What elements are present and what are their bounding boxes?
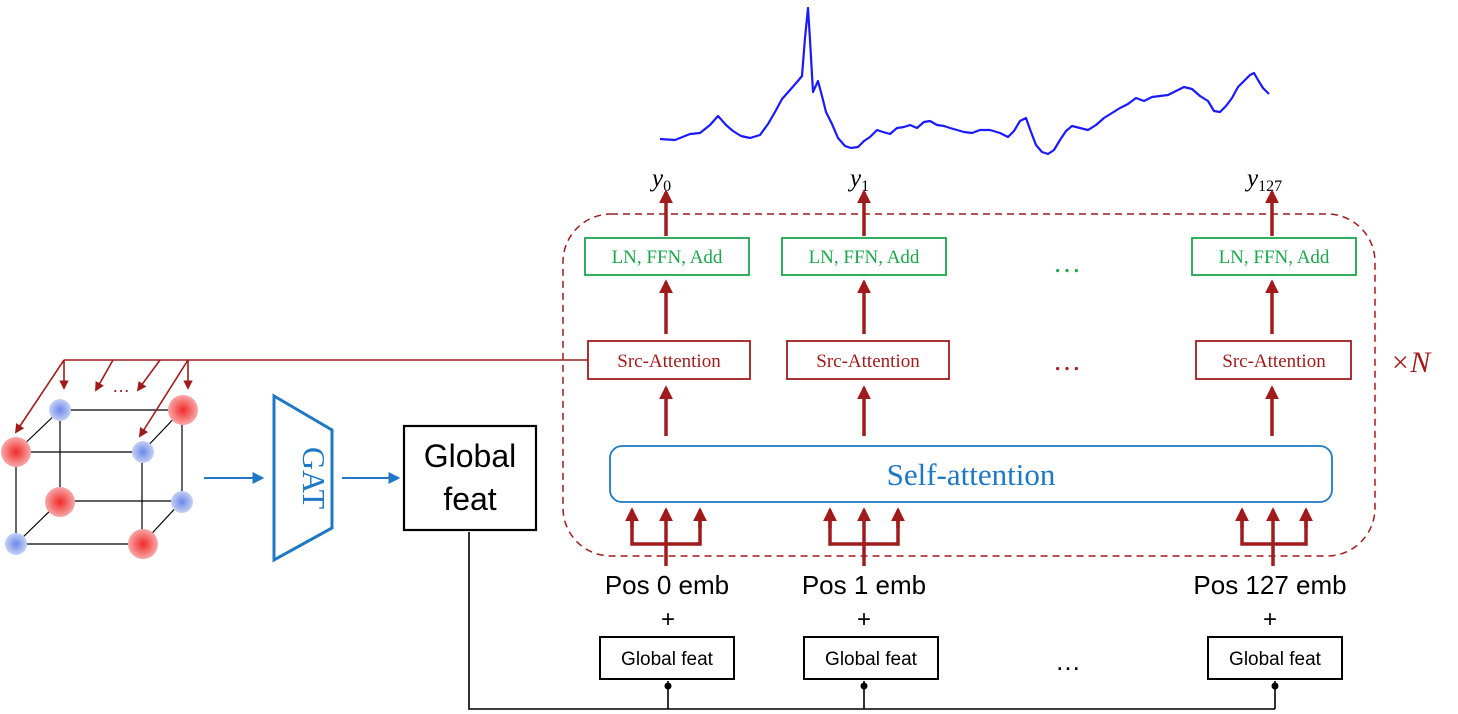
output-y1-label: y1 xyxy=(847,165,869,195)
svg-text:GAT: GAT xyxy=(296,447,332,510)
plus-sign-0: + xyxy=(661,606,675,633)
src-attention-block-127: Src-Attention xyxy=(1195,340,1352,380)
ffn-block-0: LN, FFN, Add xyxy=(584,237,750,276)
global-feat-input-127: Global feat xyxy=(1207,636,1343,680)
atom-node xyxy=(5,533,27,555)
pos-emb-0-label: Pos 0 emb xyxy=(605,570,729,600)
node-feature-connection xyxy=(14,359,588,438)
svg-text:feat: feat xyxy=(443,481,496,517)
decoder-layer-repeat-box xyxy=(562,213,1376,557)
svg-text:LN, FFN, Add: LN, FFN, Add xyxy=(1219,247,1330,268)
ffn-ellipsis: … xyxy=(1053,248,1081,279)
global-feat-ellipsis: … xyxy=(1055,646,1081,676)
plus-sign-1: + xyxy=(857,606,871,633)
ffn-block-1: LN, FFN, Add xyxy=(781,237,947,276)
svg-text:Global feat: Global feat xyxy=(621,649,714,670)
src-attention-block-0: Src-Attention xyxy=(587,340,751,380)
plus-sign-127: + xyxy=(1263,606,1277,633)
output-y127-label: y127 xyxy=(1244,165,1282,195)
src-attention-ellipsis: … xyxy=(1053,346,1081,377)
junction-dot-0 xyxy=(664,682,672,690)
global-feat-input-0: Global feat xyxy=(599,636,735,680)
self-attention-block: Self-attention xyxy=(609,445,1333,503)
atom-node xyxy=(168,395,198,425)
atom-node xyxy=(1,437,31,467)
atom-node xyxy=(49,399,71,421)
svg-text:Src-Attention: Src-Attention xyxy=(816,351,920,372)
svg-text:Self-attention: Self-attention xyxy=(887,457,1056,492)
svg-text:LN, FFN, Add: LN, FFN, Add xyxy=(612,247,723,268)
svg-text:Global: Global xyxy=(424,438,517,474)
svg-text:Src-Attention: Src-Attention xyxy=(617,351,721,372)
junction-dot-1 xyxy=(860,682,868,690)
output-spectrum-curve xyxy=(659,6,1270,156)
atom-node xyxy=(171,491,193,513)
qkv-arrows-127 xyxy=(1235,507,1313,566)
atom-node xyxy=(45,487,75,517)
global-feat-broadcast-line xyxy=(468,532,1276,710)
global-feat-input-1: Global feat xyxy=(803,636,939,680)
pos-emb-127-label: Pos 127 emb xyxy=(1193,570,1346,600)
svg-text:Src-Attention: Src-Attention xyxy=(1222,351,1326,372)
cube-ellipsis: … xyxy=(112,376,130,396)
atom-node xyxy=(128,529,158,559)
pos-emb-1-label: Pos 1 emb xyxy=(802,570,926,600)
repeat-n-label: ×N xyxy=(1390,346,1432,379)
junction-dot-127 xyxy=(1271,682,1279,690)
svg-text:LN, FFN, Add: LN, FFN, Add xyxy=(809,247,920,268)
gat-block: GAT xyxy=(272,393,334,563)
atom-node xyxy=(132,441,154,463)
src-attention-block-1: Src-Attention xyxy=(786,340,950,380)
crystal-graph-cube xyxy=(15,409,183,545)
qkv-arrows-0 xyxy=(625,507,707,566)
ffn-block-127: LN, FFN, Add xyxy=(1191,237,1357,276)
global-feat-box: Global feat xyxy=(402,424,538,532)
svg-text:Global feat: Global feat xyxy=(825,649,918,670)
svg-text:Global feat: Global feat xyxy=(1229,649,1322,670)
output-y0-label: y0 xyxy=(649,165,671,195)
qkv-arrows-1 xyxy=(823,507,905,566)
